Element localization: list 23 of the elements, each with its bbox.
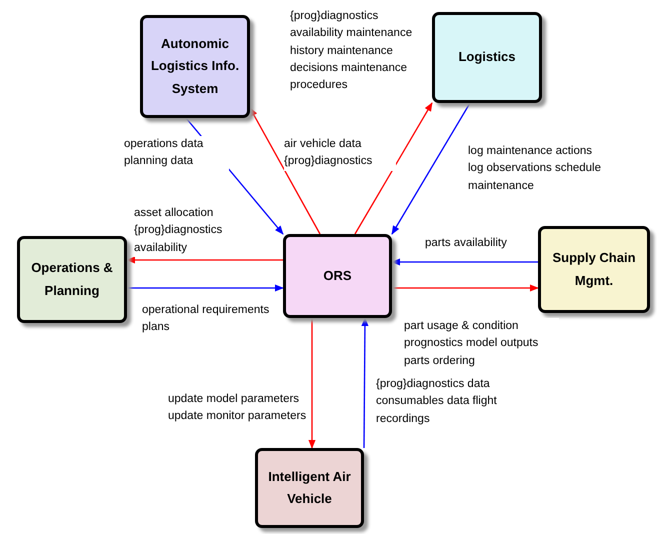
system-box [538,226,650,313]
arrow [392,284,539,292]
node-label: ORS [322,266,353,285]
system-box [140,15,250,118]
system-box [283,234,392,318]
arrow [126,256,283,264]
edge-label: operations data planning data [124,136,229,170]
arrow [249,107,321,234]
arrow [354,102,433,234]
node-label: Logistics [457,48,517,66]
arrow [391,258,538,266]
node-label: Intelligent Air Vehicle [267,468,352,508]
node-label: Autonomic Logistics Info. System [150,35,240,98]
system-box [17,236,127,323]
arrow [361,317,369,448]
edge-label: air vehicle data {prog}diagnostics [284,136,396,170]
arrow [308,318,316,449]
system-box [255,448,364,528]
node-label: Supply Chain Mgmt. [551,249,637,290]
arrow [127,284,284,292]
arrow [391,102,471,235]
node-label: Operations & Planning [30,259,114,300]
system-box [432,12,542,103]
